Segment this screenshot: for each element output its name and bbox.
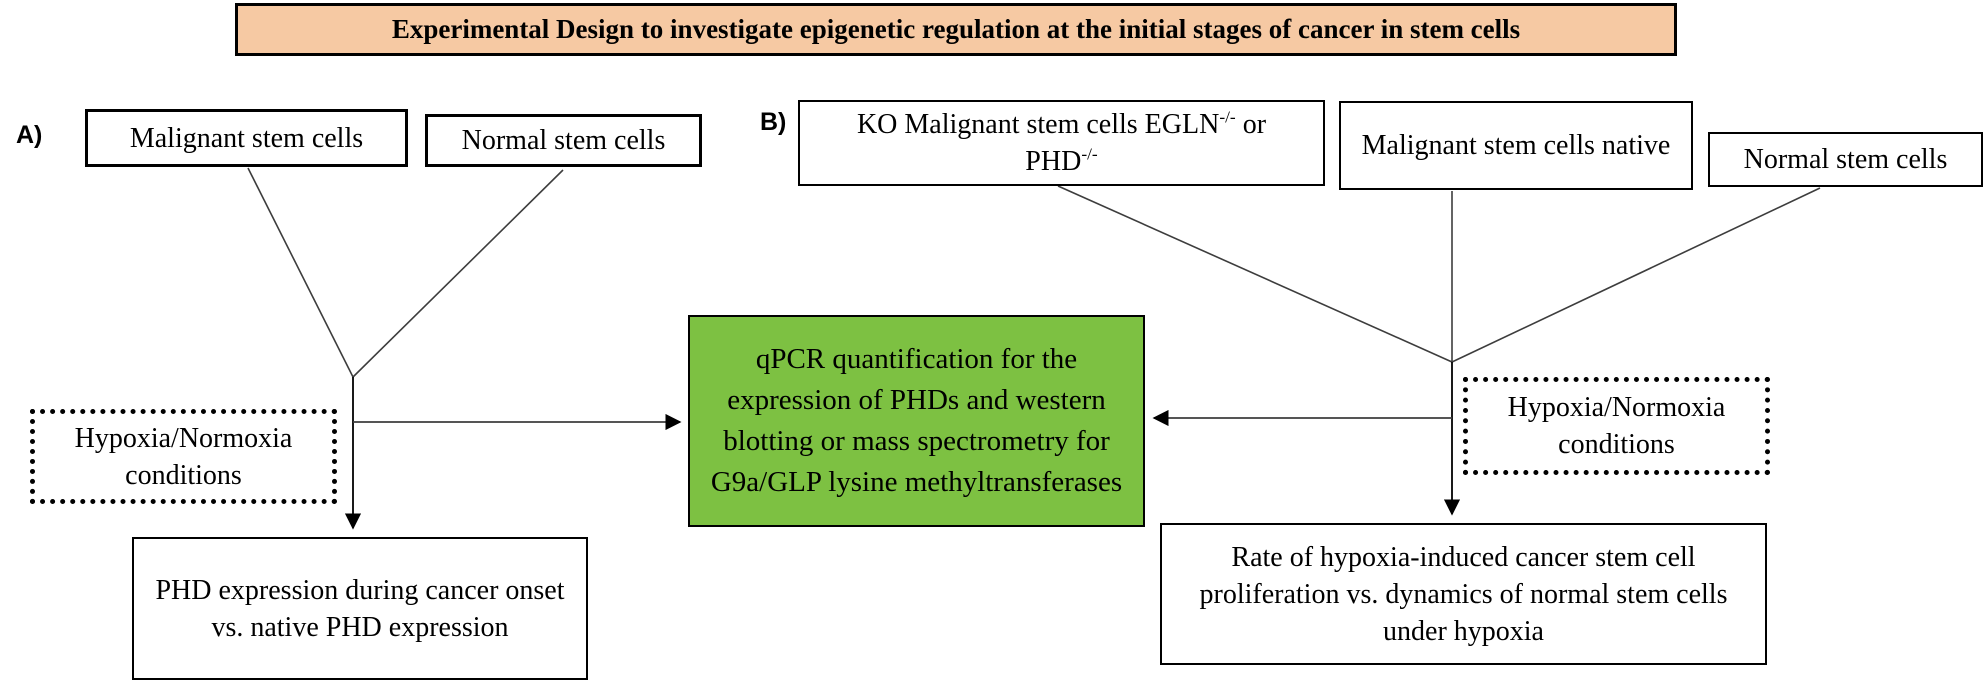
box-a-malignant-stem-cells-text: Malignant stem cells xyxy=(129,122,364,154)
section-b-label: B) xyxy=(760,108,787,136)
diagram-title: Experimental Design to investigate epige… xyxy=(235,3,1677,56)
ko-line2-main: PHD xyxy=(1025,146,1082,177)
box-b-outcome-proliferation-rate-text: Rate of hypoxia-induced cancer stem cell… xyxy=(1199,541,1728,647)
box-b-malignant-native-text: Malignant stem cells native xyxy=(1361,130,1671,161)
box-b-hypoxia-normoxia-conditions-text: Hypoxia/Normoxia conditions xyxy=(1507,392,1726,460)
box-center-qpcr-method: qPCR quantification for the expression o… xyxy=(688,315,1145,527)
box-b-malignant-native: Malignant stem cells native xyxy=(1339,101,1693,190)
box-a-normal-stem-cells: Normal stem cells xyxy=(425,114,702,167)
box-b-normal-stem-cells-text: Normal stem cells xyxy=(1743,144,1948,175)
box-a-outcome-phd-expression: PHD expression during cancer onset vs. n… xyxy=(132,537,588,680)
box-a-malignant-stem-cells: Malignant stem cells xyxy=(85,109,408,167)
box-a-hypoxia-normoxia-conditions-text: Hypoxia/Normoxia conditions xyxy=(74,422,293,491)
section-a-label: A) xyxy=(16,121,43,149)
box-center-qpcr-method-text: qPCR quantification for the expression o… xyxy=(710,343,1123,498)
ko-line1-sup: -/- xyxy=(1219,107,1236,127)
ko-line2-sup: -/- xyxy=(1081,144,1098,164)
box-b-ko-malignant-stem-cells: KO Malignant stem cells EGLN-/- or PHD-/… xyxy=(798,100,1325,186)
ko-line1-tail: or xyxy=(1235,109,1267,140)
diagram-title-text: Experimental Design to investigate epige… xyxy=(391,14,1521,44)
box-a-outcome-phd-expression-text: PHD expression during cancer onset vs. n… xyxy=(155,574,565,643)
box-a-normal-stem-cells-text: Normal stem cells xyxy=(461,125,666,156)
box-b-hypoxia-normoxia-conditions: Hypoxia/Normoxia conditions xyxy=(1463,377,1770,475)
box-b-ko-malignant-stem-cells-text: KO Malignant stem cells EGLN-/- or PHD-/… xyxy=(857,106,1266,180)
box-b-normal-stem-cells: Normal stem cells xyxy=(1708,132,1983,187)
box-a-hypoxia-normoxia-conditions: Hypoxia/Normoxia conditions xyxy=(30,409,337,504)
ko-line1-main: KO Malignant stem cells EGLN xyxy=(856,109,1220,140)
box-b-outcome-proliferation-rate: Rate of hypoxia-induced cancer stem cell… xyxy=(1160,523,1767,665)
